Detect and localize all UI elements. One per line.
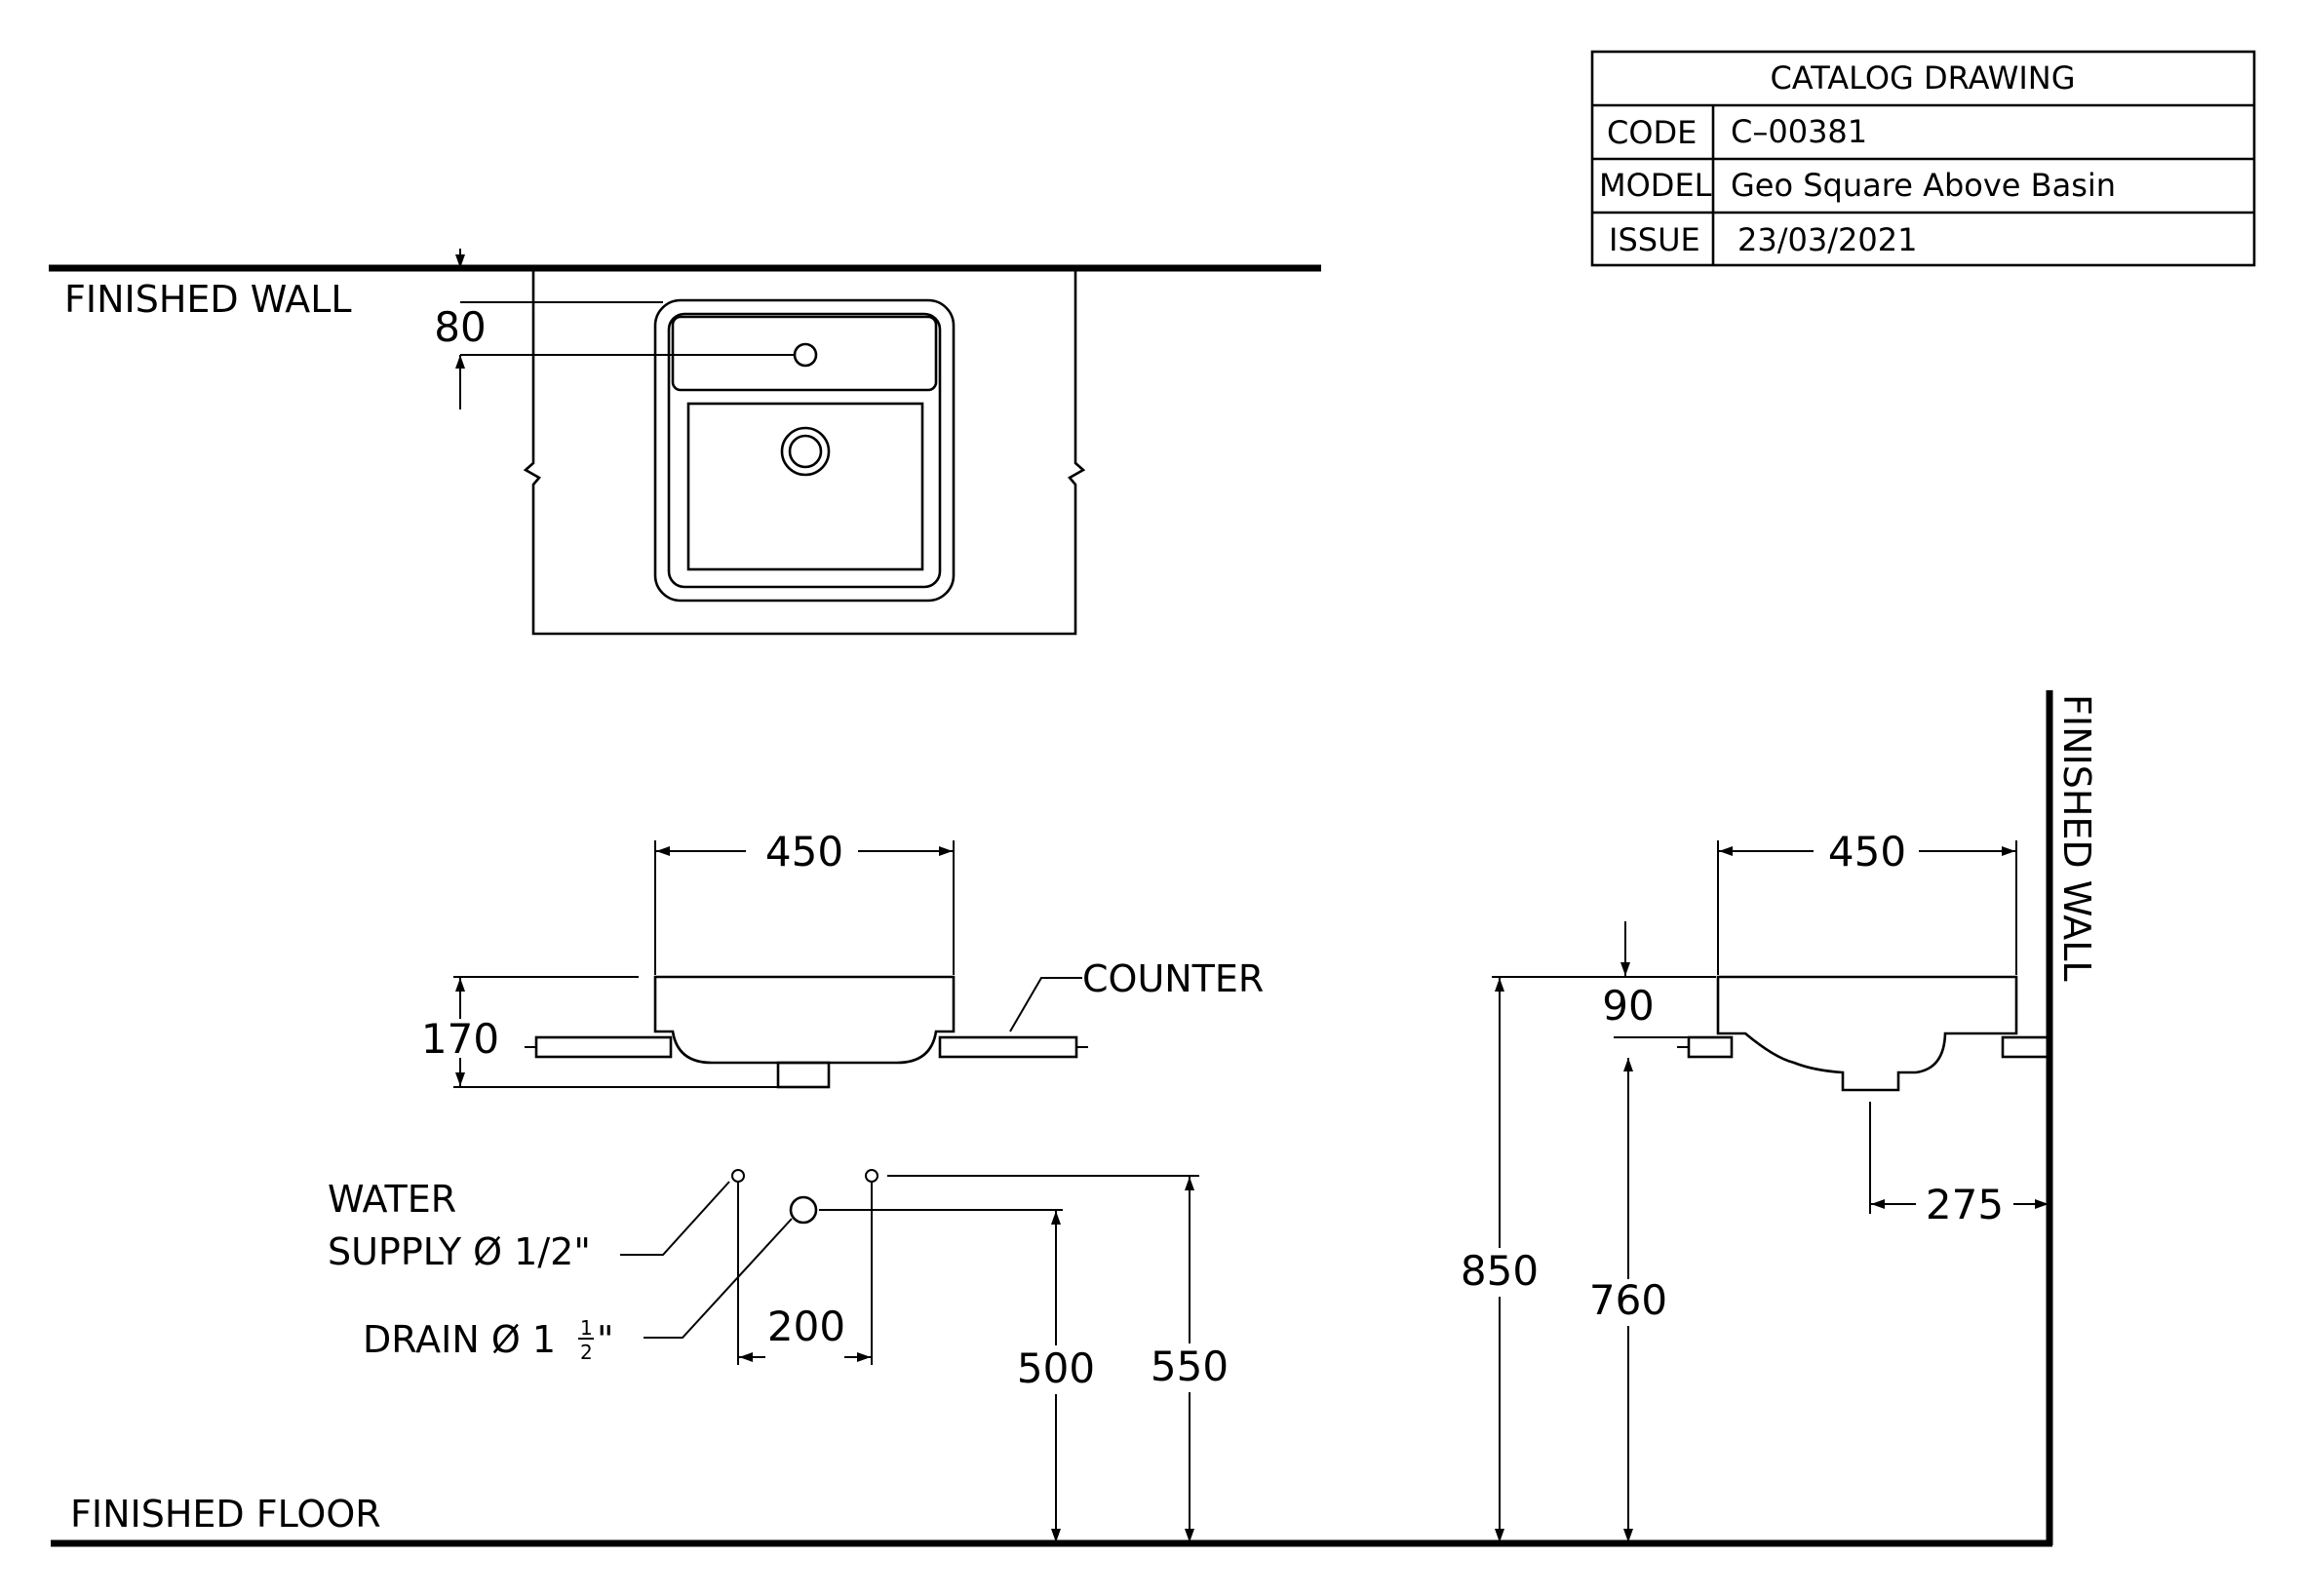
drain-frac-num: 1 bbox=[580, 1316, 593, 1340]
dim-side-top: 90 bbox=[1602, 982, 1654, 1030]
dim-rim-height: 850 bbox=[1461, 1247, 1539, 1295]
water-label-line1: WATER bbox=[328, 1178, 456, 1221]
code-label: CODE bbox=[1607, 114, 1697, 151]
counter-left-front bbox=[534, 1035, 673, 1059]
water-label-line2: SUPPLY Ø 1/2" bbox=[328, 1230, 591, 1273]
code-value: C–00381 bbox=[1731, 113, 1867, 150]
model-value: Geo Square Above Basin bbox=[1731, 167, 2116, 204]
bowl bbox=[686, 402, 924, 571]
tap-deck bbox=[671, 315, 938, 392]
dim-supply-height: 550 bbox=[1151, 1343, 1229, 1390]
dim-supply-spacing: 200 bbox=[767, 1303, 845, 1350]
finished-floor-label: FINISHED FLOOR bbox=[70, 1493, 381, 1536]
dim-front-width: 450 bbox=[765, 828, 843, 876]
drain-inner-plan bbox=[788, 434, 823, 469]
counter-leader bbox=[1009, 977, 1082, 1032]
basin-side bbox=[1716, 975, 2018, 1092]
height-dimensions: 850 760 bbox=[1461, 978, 1667, 1542]
issue-value: 23/03/2021 bbox=[1737, 221, 1917, 258]
drain-quote: " bbox=[597, 1318, 613, 1361]
plan-view: FINISHED WALL 80 bbox=[49, 249, 1321, 636]
basin-inner-plan bbox=[667, 312, 942, 589]
services: WATER SUPPLY Ø 1/2" DRAIN Ø 1 1 2 " 200 … bbox=[328, 1169, 1229, 1542]
drain-point bbox=[789, 1195, 818, 1225]
model-label: MODEL bbox=[1599, 167, 1712, 204]
drain-frac-den: 2 bbox=[580, 1341, 593, 1364]
finished-wall-label-top: FINISHED WALL bbox=[64, 278, 352, 321]
counter-outline-plan bbox=[523, 271, 1086, 636]
dim-80-value: 80 bbox=[434, 303, 486, 351]
drain-leader bbox=[644, 1218, 793, 1339]
tap-hole bbox=[793, 342, 818, 368]
dim-side-wall-dist: 275 bbox=[1926, 1181, 2004, 1228]
drain-outer-plan bbox=[780, 426, 831, 477]
waste-outlet-front bbox=[776, 1061, 831, 1089]
dim-front-height: 170 bbox=[421, 1015, 499, 1063]
dim-side-width: 450 bbox=[1828, 828, 1906, 876]
basin-front bbox=[653, 975, 956, 1065]
water-supply-point-1 bbox=[731, 1169, 745, 1183]
dim-counter-height: 760 bbox=[1589, 1276, 1667, 1324]
title-block: CATALOG DRAWING CODE C–00381 MODEL Geo S… bbox=[1590, 50, 2256, 267]
water-supply-point-2 bbox=[865, 1169, 878, 1183]
counter-right-front bbox=[938, 1035, 1078, 1059]
issue-label: ISSUE bbox=[1609, 221, 1700, 258]
counter-right-side bbox=[2001, 1035, 2049, 1059]
finished-wall-label-side: FINISHED WALL bbox=[2055, 694, 2098, 982]
side-view: FINISHED WALL 450 90 275 bbox=[1492, 690, 2098, 1545]
front-view: 450 COUNTER 170 bbox=[421, 828, 1264, 1089]
water-supply-leader bbox=[620, 1181, 730, 1256]
basin-outer-plan bbox=[653, 298, 956, 603]
title-block-title: CATALOG DRAWING bbox=[1770, 59, 2075, 97]
counter-label: COUNTER bbox=[1082, 957, 1264, 1000]
dim-drain-height: 500 bbox=[1017, 1344, 1095, 1392]
drain-label: DRAIN Ø 1 bbox=[363, 1318, 556, 1361]
counter-left-side bbox=[1687, 1035, 1734, 1059]
